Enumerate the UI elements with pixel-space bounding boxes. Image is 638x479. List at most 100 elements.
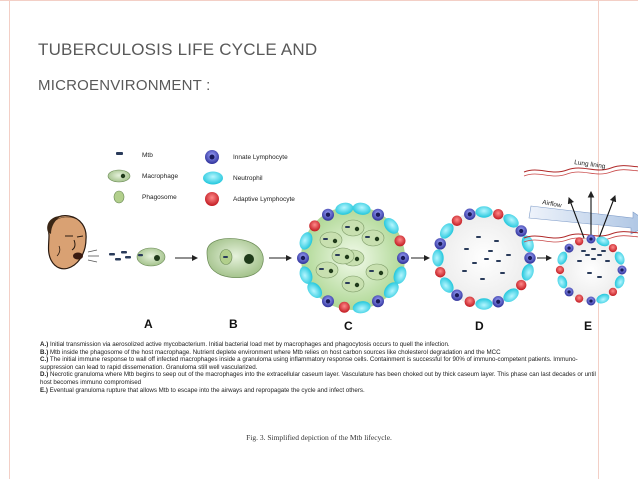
caption-a-key: A.) [40, 341, 49, 348]
innate-lymphocyte-nucleus [454, 293, 460, 298]
infected-macrophage [341, 275, 365, 293]
infected-macrophage [365, 263, 389, 281]
mtb-bacterium [345, 226, 350, 228]
caption-e-text: Eventual granuloma rupture that allows M… [47, 386, 365, 394]
neutrophil-cell [475, 206, 493, 218]
stage-d-granuloma [432, 206, 536, 310]
adaptive-lymphocyte-cell [492, 209, 504, 220]
mtb-lifecycle-figure: Mtb Macrophage Phagosome Innate Lymphocy… [47, 150, 638, 333]
stage-a-macrophage [136, 247, 166, 267]
mtb-bacterium [506, 254, 511, 256]
frame-left-line [9, 0, 10, 479]
innate-lymphocyte-nucleus [589, 237, 593, 241]
mtb-bacterium [365, 236, 370, 238]
caption-e-key: E.) [40, 386, 48, 394]
neutrophil-cell [475, 298, 493, 310]
caption-c-key: C.) [40, 356, 49, 364]
mtb-bacterium [335, 254, 340, 256]
lung-lining-upper-2 [523, 169, 638, 177]
legend-neutrophil-icon [203, 171, 223, 185]
mtb-bacterium [591, 248, 596, 250]
adaptive-lymphocyte-cell [394, 235, 406, 247]
innate-lymphocyte-nucleus [438, 241, 443, 246]
legend-neutrophil-label: Neutrophil [233, 175, 263, 182]
mtb-bacterium [577, 260, 582, 262]
macrophage-nucleus [374, 236, 380, 242]
mtb-bacterium [496, 260, 501, 262]
slide-title-line2: microenvironment : [38, 77, 211, 94]
caption-b: B.) Mtb inside the phagosome of the host… [40, 349, 596, 357]
neutrophil-cell [307, 282, 323, 299]
mtb-bacterium [323, 238, 328, 240]
mtb-bacterium [597, 276, 602, 278]
macrophage-nucleus [354, 256, 360, 262]
stage-label-d: D [475, 319, 484, 333]
legend-phagosome-icon [113, 190, 125, 204]
neutrophil-cell [352, 301, 371, 314]
legend-adaptive-label: Adaptive Lymphocyte [233, 196, 295, 203]
caption-a-text: Initial transmission via aerosolized act… [48, 341, 450, 348]
mtb-bacterium [476, 236, 481, 238]
stage-e-caseum [559, 238, 623, 302]
mtb-bacterium [125, 256, 131, 259]
neutrophil-cell [352, 202, 371, 215]
legend-macrophage-label: Macrophage [142, 173, 179, 180]
adaptive-lymphocyte-cell [608, 243, 618, 253]
innate-lymphocyte-nucleus [325, 299, 331, 304]
macrophage-nucleus [328, 268, 334, 274]
coughing-person-icon [47, 215, 99, 270]
legend-macrophage-icon [107, 169, 131, 183]
adaptive-lymphocyte-cell [435, 266, 446, 278]
stage-label-b: B [229, 317, 238, 331]
infected-macrophage [319, 231, 343, 249]
mtb-bacterium [494, 240, 499, 242]
stage-b-macrophage [206, 238, 264, 278]
neutrophil-cell [439, 277, 454, 293]
macrophage-nucleus [332, 238, 338, 244]
neutrophil-cell [614, 251, 625, 265]
neutrophil-cell [432, 249, 444, 267]
innate-lymphocyte-nucleus [467, 212, 472, 217]
stage-b-nucleus [244, 254, 254, 264]
innate-lymphocyte-nucleus [325, 212, 331, 217]
innate-lymphocyte-nucleus [300, 255, 306, 261]
innate-lymphocyte-nucleus [496, 299, 501, 304]
mtb-bacterium [488, 250, 493, 252]
adaptive-lymphocyte-cell [309, 220, 321, 232]
neutrophil-cell [393, 266, 407, 284]
caption-block: A.) Initial transmission via aerosolized… [40, 341, 596, 394]
lung-lining-label: Lung lining [574, 159, 606, 170]
macrophage-nucleus [344, 254, 350, 260]
neutrophil-cell [299, 232, 313, 250]
mtb-bacterium [138, 254, 143, 257]
mtb-bacterium [472, 262, 477, 264]
mtb-bacterium [581, 250, 586, 252]
slide-title-line1: Tuberculosis life cycle and [38, 40, 318, 59]
innate-lymphocyte-nucleus [519, 228, 524, 234]
infected-macrophage [341, 219, 365, 237]
legend-macrophage-nucleus-icon [120, 173, 126, 179]
lung-lining-lower [523, 231, 638, 239]
caption-d-key: D.) [40, 371, 49, 379]
mtb-bacterium [121, 251, 127, 254]
adaptive-lymphocyte-cell [575, 294, 584, 303]
macrophage-nucleus [354, 226, 360, 232]
caption-e: E.) Eventual granuloma rupture that allo… [40, 387, 596, 395]
mtb-bacterium [462, 270, 467, 272]
caption-d-text: Necrotic granuloma where Mtb begins to s… [40, 371, 596, 386]
airflow-label: Airflow [542, 199, 563, 209]
stage-a-macrophage-nucleus [154, 255, 160, 261]
adaptive-lymphocyte-cell [464, 296, 476, 307]
neutrophil-cell [596, 236, 610, 247]
neutrophil-cell [383, 217, 399, 234]
innate-lymphocyte-nucleus [567, 246, 571, 250]
innate-lymphocyte-nucleus [527, 255, 533, 261]
figure-caption: Fig. 3. Simplified depiction of the Mtb … [246, 433, 392, 442]
mtb-bacterium [109, 253, 115, 256]
innate-lymphocyte-nucleus [620, 268, 624, 272]
mtb-bacterium [601, 250, 606, 252]
neutrophil-cell [503, 288, 519, 303]
legend-phagosome-label: Phagosome [142, 194, 177, 201]
neutrophil-cell [439, 223, 454, 239]
macrophage-nucleus [378, 270, 384, 276]
